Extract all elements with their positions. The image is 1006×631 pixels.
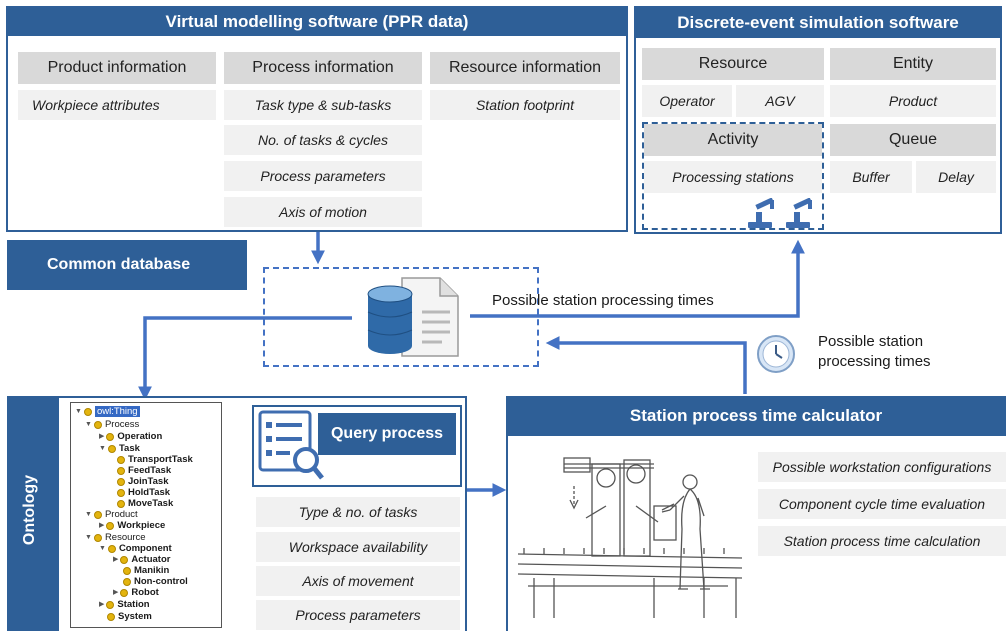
tree-move-task[interactable]: MoveTask <box>117 498 173 509</box>
processing-stations: Processing stations <box>644 161 822 193</box>
tree-hold-task[interactable]: HoldTask <box>117 487 170 498</box>
class-icon <box>107 612 115 621</box>
workpiece-attributes: Workpiece attributes <box>18 90 216 120</box>
ontology-tree: ▼owl:Thing ▼Process ▶Operation ▼Task Tra… <box>70 402 222 628</box>
tree-workpiece[interactable]: ▶Workpiece <box>99 520 166 531</box>
calculator-title: Station process time calculator <box>506 396 1006 436</box>
tree-process[interactable]: ▼Process <box>85 419 140 430</box>
class-icon <box>93 510 102 519</box>
buffer-cell: Buffer <box>830 161 912 193</box>
process-parameters: Process parameters <box>224 161 422 191</box>
no-of-tasks: No. of tasks & cycles <box>224 125 422 155</box>
query-item-workspace: Workspace availability <box>256 532 460 562</box>
des-title: Discrete-event simulation software <box>636 8 1000 38</box>
class-icon <box>93 420 102 429</box>
tree-feed-task[interactable]: FeedTask <box>117 465 171 476</box>
class-icon <box>117 488 125 497</box>
tree-product[interactable]: ▼Product <box>85 509 138 520</box>
class-icon <box>93 533 102 542</box>
query-item-parameters: Process parameters <box>256 600 460 630</box>
query-item-axis: Axis of movement <box>256 566 460 596</box>
class-icon <box>106 521 115 530</box>
tree-non-control[interactable]: Non-control <box>123 576 188 587</box>
tree-system[interactable]: System <box>107 611 152 622</box>
ontology-side-bar <box>7 396 59 631</box>
common-database-label: Common database <box>7 240 247 290</box>
process-info-header: Process information <box>224 52 422 84</box>
des-panel: Discrete-event simulation software Resou… <box>634 6 1002 234</box>
task-type: Task type & sub-tasks <box>224 90 422 120</box>
product-info-header: Product information <box>18 52 216 84</box>
tree-join-task[interactable]: JoinTask <box>117 476 168 487</box>
class-icon <box>117 466 125 475</box>
class-icon <box>117 455 125 464</box>
tree-station[interactable]: ▶Station <box>99 599 150 610</box>
tree-resource[interactable]: ▼Resource <box>85 532 146 543</box>
query-list-icon <box>258 410 324 480</box>
queue-header: Queue <box>830 124 996 156</box>
class-icon <box>123 566 131 575</box>
delay-cell: Delay <box>916 161 996 193</box>
activity-dashed-box <box>642 122 824 230</box>
database-document-icon <box>367 277 459 357</box>
tree-operation[interactable]: ▶Operation <box>99 431 163 442</box>
class-icon <box>117 499 125 508</box>
workstation-illustration <box>517 457 743 618</box>
vms-title: Virtual modelling software (PPR data) <box>8 8 626 36</box>
station-footprint: Station footprint <box>430 90 620 120</box>
tree-manikin[interactable]: Manikin <box>123 565 169 576</box>
arrow-label-2-line2: processing times <box>818 353 931 370</box>
class-icon <box>83 407 92 416</box>
clock-icon <box>757 335 795 373</box>
calc-item-cycle-time: Component cycle time evaluation <box>758 489 1006 519</box>
query-item-tasks: Type & no. of tasks <box>256 497 460 527</box>
robot-arm-icon <box>748 198 812 228</box>
calc-item-configurations: Possible workstation configurations <box>758 452 1006 482</box>
vms-panel: Virtual modelling software (PPR data) Pr… <box>6 6 628 232</box>
tree-root[interactable]: ▼owl:Thing <box>75 406 140 417</box>
tree-transport-task[interactable]: TransportTask <box>117 454 193 465</box>
tree-task[interactable]: ▼Task <box>99 443 140 454</box>
arrow-label-times-2: Possible station processing times <box>818 332 931 372</box>
resource-info-header: Resource information <box>430 52 620 84</box>
agv-cell: AGV <box>736 85 824 117</box>
tree-component[interactable]: ▼Component <box>99 543 172 554</box>
entity-header: Entity <box>830 48 996 80</box>
class-icon <box>123 577 131 586</box>
tree-robot[interactable]: ▶Robot <box>113 587 159 598</box>
class-icon <box>106 600 115 609</box>
calc-item-process-time: Station process time calculation <box>758 526 1006 556</box>
class-icon <box>107 444 116 453</box>
axis-of-motion: Axis of motion <box>224 197 422 227</box>
class-icon <box>120 555 129 564</box>
class-icon <box>120 588 129 597</box>
resource-header: Resource <box>642 48 824 80</box>
ontology-label: Ontology <box>21 474 38 546</box>
arrow-label-times-1: Possible station processing times <box>492 292 714 309</box>
product-cell: Product <box>830 85 996 117</box>
query-process-title: Query process <box>318 413 456 455</box>
arrow-label-2-line1: Possible station <box>818 333 924 350</box>
class-icon <box>107 544 116 553</box>
class-icon <box>106 432 115 441</box>
class-icon <box>117 477 125 486</box>
tree-actuator[interactable]: ▶Actuator <box>113 554 171 565</box>
activity-header: Activity <box>644 124 822 156</box>
operator-cell: Operator <box>642 85 732 117</box>
